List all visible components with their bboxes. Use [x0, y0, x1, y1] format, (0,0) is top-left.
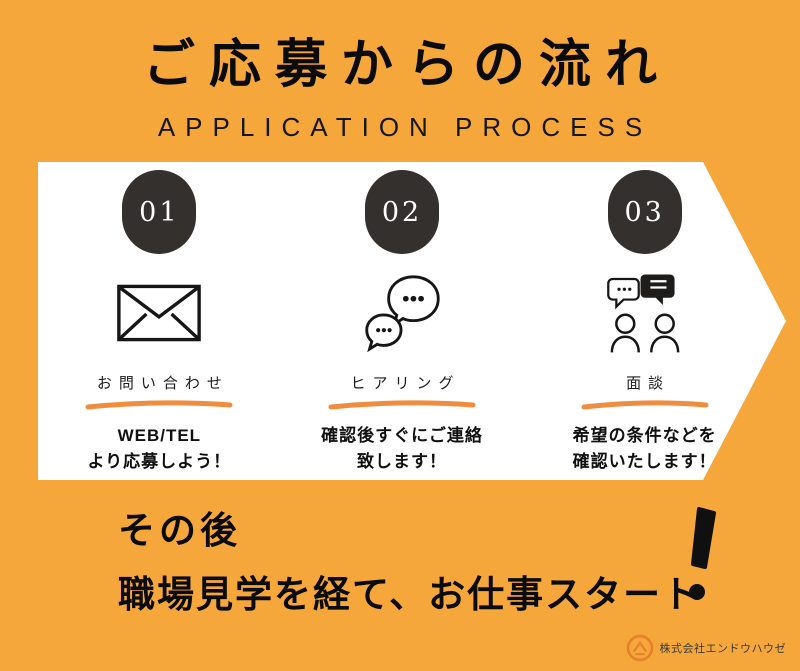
interview-icon	[602, 254, 688, 372]
after-note-line1: その後	[118, 510, 241, 551]
step-label: お問い合わせ	[96, 375, 229, 392]
step-label: 面談	[626, 375, 671, 392]
process-banner: 01 お問い合わせ WEB/TEL より応募しよう！ 02	[38, 162, 786, 480]
exclamation-mark	[689, 507, 716, 600]
envelope-icon	[116, 254, 202, 372]
step-number-badge: 01	[122, 170, 197, 254]
step-description: WEB/TEL より応募しよう！	[88, 423, 232, 476]
company-logo-icon	[626, 634, 653, 662]
label-underline	[581, 400, 709, 410]
label-underline	[328, 400, 476, 410]
step-label: ヒアリング	[350, 375, 461, 392]
step-number-badge: 02	[365, 170, 439, 254]
step-description-line: 希望の条件などを	[572, 426, 717, 445]
company-brand: 株式会社エンドウハウゼ	[625, 633, 787, 663]
chat-bubbles-icon	[361, 254, 443, 372]
after-note: その後 職場見学を経て、お仕事スタート	[118, 500, 701, 618]
step-description-line: WEB/TEL	[117, 426, 202, 445]
step-description-line: 確認後すぐにご連絡	[321, 426, 483, 445]
step-description: 希望の条件などを 確認いたします！	[573, 423, 717, 476]
step-description-line: 致します！	[357, 452, 447, 472]
step-number-badge: 03	[607, 170, 682, 254]
step-number: 02	[381, 196, 423, 228]
page-title: ご応募からの流れ	[142, 36, 671, 94]
page-subtitle: APPLICATION PROCESS	[157, 112, 653, 142]
step-card-3: 03 面談 希望の条件な	[523, 162, 766, 480]
step-card-2: 02 ヒアリング 確認後すぐにご連絡 致します！	[281, 162, 524, 480]
label-underline	[85, 400, 233, 410]
after-note-line2: 職場見学を経て、お仕事スタート	[118, 574, 702, 615]
step-number: 03	[624, 196, 665, 228]
company-name: 株式会社エンドウハウゼ	[659, 643, 786, 655]
step-card-1: 01 お問い合わせ WEB/TEL より応募しよう！	[38, 162, 281, 480]
step-description-line: より応募しよう！	[87, 452, 232, 472]
step-description-line: 確認いたします！	[572, 452, 717, 472]
steps-row: 01 お問い合わせ WEB/TEL より応募しよう！ 02	[38, 162, 766, 480]
step-number: 01	[139, 196, 180, 228]
step-description: 確認後すぐにご連絡 致します！	[321, 423, 483, 476]
